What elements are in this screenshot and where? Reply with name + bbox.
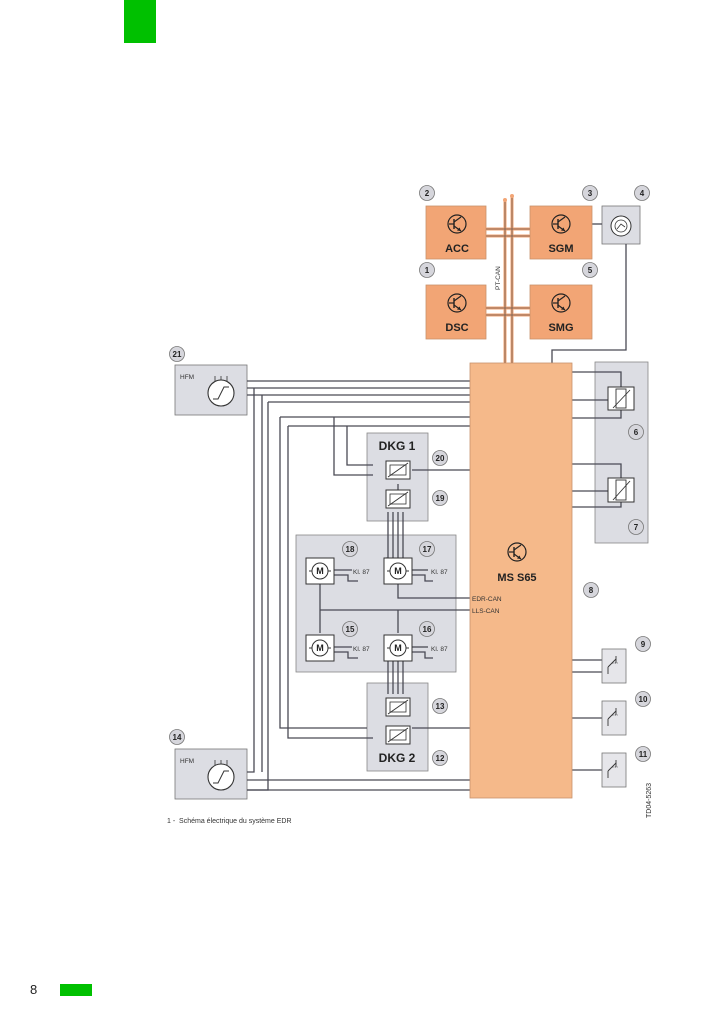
badge-12: 12 (432, 750, 448, 766)
dkg1-sensor-20-icon (385, 460, 411, 480)
svg-text:20: 20 (436, 454, 445, 463)
kl87-label-17: Kl. 87 (431, 569, 448, 576)
switch-9-icon (601, 648, 627, 684)
ms-s65-label: MS S65 (497, 572, 536, 584)
edr-can-label: EDR-CAN (472, 596, 502, 603)
sensor-4-icon (610, 215, 632, 237)
badge-17: 17 (419, 541, 435, 557)
switch-10-icon (601, 700, 627, 736)
acc-label: ACC (445, 243, 469, 255)
svg-text:2: 2 (425, 189, 430, 198)
section-tab (124, 0, 156, 43)
kl87-label-15: Kl. 87 (353, 646, 370, 653)
number-badges: 1 2 3 4 5 6 7 8 9 10 11 12 13 14 15 16 1… (169, 185, 651, 766)
svg-text:5: 5 (588, 266, 593, 275)
sensor-6-icon (607, 386, 635, 411)
svg-text:18: 18 (346, 545, 355, 554)
badge-15: 15 (342, 621, 358, 637)
badge-18: 18 (342, 541, 358, 557)
svg-text:12: 12 (436, 754, 445, 763)
svg-text:15: 15 (346, 625, 355, 634)
smg-label: SMG (548, 322, 573, 334)
svg-text:M: M (394, 566, 402, 576)
pt-can-bus (486, 196, 530, 363)
ms-s65-ecu (469, 362, 573, 799)
badge-13: 13 (432, 698, 448, 714)
badge-5: 5 (582, 262, 598, 278)
svg-text:M: M (316, 643, 324, 653)
svg-text:19: 19 (436, 494, 445, 503)
hfm-top-label: HFM (180, 374, 194, 381)
sensor-7-icon (607, 477, 635, 503)
dkg2-sensor-13-icon (385, 697, 411, 717)
badge-10: 10 (635, 691, 651, 707)
badge-16: 16 (419, 621, 435, 637)
dkg1-sensor-19-icon (385, 489, 411, 509)
svg-text:4: 4 (640, 189, 645, 198)
badge-9: 9 (635, 636, 651, 652)
pt-can-label: PT-CAN (495, 266, 502, 290)
svg-text:M: M (316, 566, 324, 576)
svg-text:13: 13 (436, 702, 445, 711)
wiring (247, 223, 627, 791)
svg-text:M: M (394, 643, 402, 653)
svg-text:7: 7 (634, 523, 639, 532)
badge-2: 2 (419, 185, 435, 201)
dsc-label: DSC (445, 322, 468, 334)
badge-21: 21 (169, 346, 185, 362)
badge-14: 14 (169, 729, 185, 745)
svg-text:9: 9 (641, 640, 646, 649)
sgm-label: SGM (548, 243, 573, 255)
svg-text:10: 10 (639, 695, 648, 704)
svg-text:16: 16 (423, 625, 432, 634)
svg-text:3: 3 (588, 189, 593, 198)
dkg1-label: DKG 1 (379, 439, 416, 453)
svg-text:14: 14 (173, 733, 182, 742)
badge-11: 11 (635, 746, 651, 762)
badge-1: 1 (419, 262, 435, 278)
dkg2-label: DKG 2 (379, 751, 416, 765)
page-number: 8 (30, 982, 38, 997)
badge-7: 7 (628, 519, 644, 535)
badge-6: 6 (628, 424, 644, 440)
figure-caption: 1 - Schéma électrique du système EDR (167, 818, 292, 825)
svg-text:6: 6 (634, 428, 639, 437)
lls-can-label: LLS-CAN (472, 608, 500, 615)
hfm-bottom-label: HFM (180, 758, 194, 765)
figure-reference: TD04-5263 (646, 782, 653, 818)
svg-text:8: 8 (589, 586, 594, 595)
badge-3: 3 (582, 185, 598, 201)
svg-text:1: 1 (425, 266, 430, 275)
svg-text:21: 21 (173, 350, 182, 359)
svg-text:11: 11 (639, 750, 648, 759)
badge-19: 19 (432, 490, 448, 506)
kl87-label-18: Kl. 87 (353, 569, 370, 576)
dkg2-sensor-12-icon (385, 725, 411, 745)
footer-accent (60, 984, 92, 996)
badge-4: 4 (634, 185, 650, 201)
svg-text:17: 17 (423, 545, 432, 554)
badge-8: 8 (583, 582, 599, 598)
kl87-label-16: Kl. 87 (431, 646, 448, 653)
badge-20: 20 (432, 450, 448, 466)
switch-11-icon (601, 752, 627, 788)
